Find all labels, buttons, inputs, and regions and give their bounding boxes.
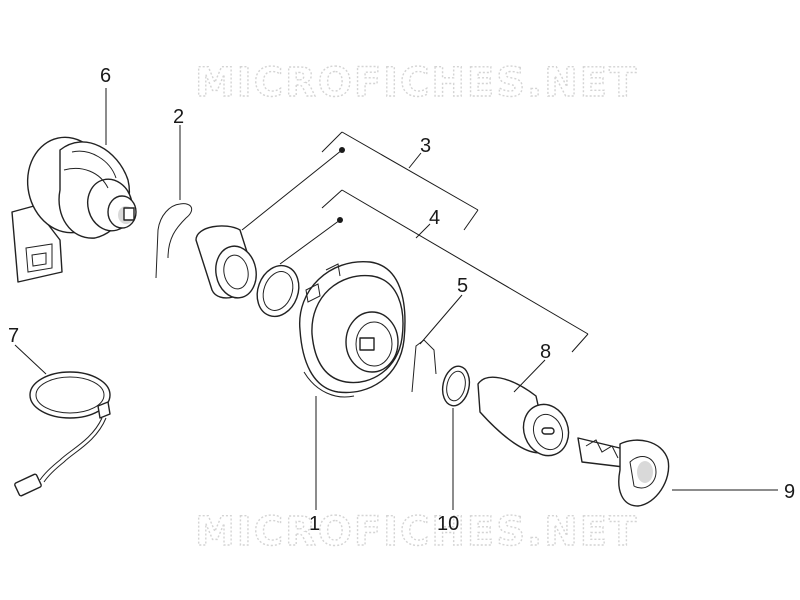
part-10-small-ring <box>441 365 471 407</box>
callout-5: 5 <box>457 275 468 297</box>
part-2-spring-wire <box>155 203 193 279</box>
callout-10: 10 <box>437 513 459 535</box>
callout-labels: 6 2 3 4 5 7 8 9 1 10 <box>8 65 795 535</box>
part-5-retaining-clip <box>411 339 437 393</box>
part-8-lock-cylinder <box>477 376 570 457</box>
callout-4: 4 <box>429 207 440 229</box>
callout-9: 9 <box>784 481 795 503</box>
callout-3: 3 <box>420 135 431 157</box>
part-7-transponder-ring <box>14 371 111 497</box>
part-4-o-ring <box>256 264 300 318</box>
part-9-key <box>577 437 670 507</box>
part-1-lock-housing <box>299 261 406 398</box>
callout-6: 6 <box>100 65 111 87</box>
watermark-top: MICROFICHES.NET <box>195 60 638 106</box>
callout-8: 8 <box>540 341 551 363</box>
callout-2: 2 <box>173 106 184 128</box>
watermark-bottom: MICROFICHES.NET <box>195 509 638 555</box>
callout-1: 1 <box>309 513 320 535</box>
callout-7: 7 <box>8 325 19 347</box>
leader-lines <box>14 88 778 510</box>
part-6-ignition-switch-body <box>11 136 137 283</box>
part-3-sleeve <box>195 225 257 299</box>
